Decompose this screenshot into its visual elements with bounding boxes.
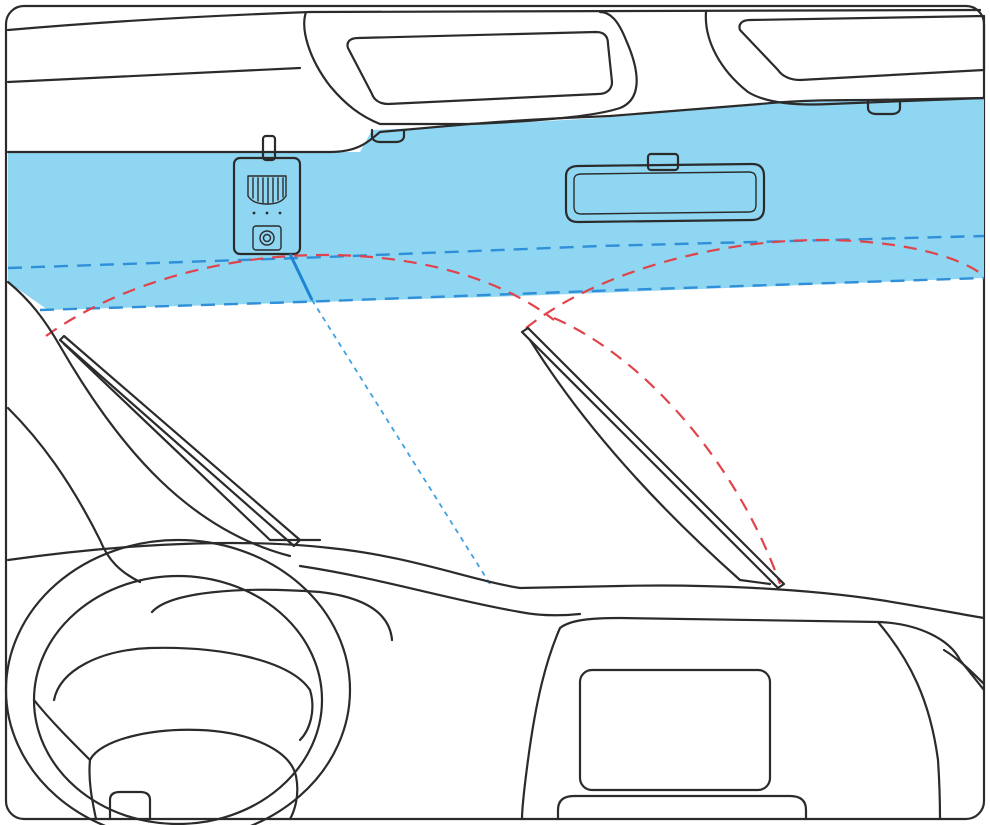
sun-visor-left xyxy=(303,10,638,126)
steering-wheel xyxy=(4,538,394,825)
dashboard-lower-edge xyxy=(298,564,582,617)
console-side xyxy=(876,620,942,821)
rear-view-mirror xyxy=(564,152,766,224)
dash-cam-indicator xyxy=(265,211,269,215)
wiper-sweep-right xyxy=(525,238,985,329)
sun-visor-left-mirror xyxy=(346,30,614,106)
mount-zone-upper-boundary xyxy=(7,234,985,270)
dash-cam-body xyxy=(232,156,302,256)
right-wiper-arm xyxy=(528,338,772,586)
steering-spoke-left xyxy=(32,698,92,762)
a-pillar xyxy=(6,280,292,558)
dashboard-top xyxy=(6,541,986,620)
steering-column xyxy=(52,646,314,742)
visor-clip-right xyxy=(866,98,902,116)
dash-cam-lens xyxy=(259,230,275,246)
dash-cam xyxy=(232,134,302,256)
windshield-mount-zone xyxy=(8,98,984,310)
dash-cam-lens-housing xyxy=(252,225,282,251)
dash-cam-mount-stem xyxy=(261,134,277,162)
sun-visor-right xyxy=(704,10,986,106)
infotainment-screen xyxy=(578,668,772,792)
dash-cam-vent-grille xyxy=(247,175,287,205)
roof-edge-top xyxy=(6,8,982,32)
left-wiper-arm xyxy=(62,342,322,542)
dashboard-right-curve xyxy=(942,648,986,686)
instrument-cluster-hood xyxy=(150,588,394,642)
dash-cam-indicator xyxy=(278,211,282,215)
dash-cam-vent-slots xyxy=(252,177,284,204)
camera-center-marker xyxy=(288,253,314,301)
wiper-sweep-right-lower xyxy=(553,316,782,585)
horn-button xyxy=(108,790,152,821)
visor-clip-left xyxy=(370,128,406,144)
wiper-sweep-left xyxy=(45,253,555,337)
right-wiper-blade xyxy=(520,326,786,590)
sun-visor-right-mirror xyxy=(738,14,986,82)
console-lower-panel xyxy=(556,794,808,821)
mount-zone-lower-boundary xyxy=(39,276,985,312)
steering-hub xyxy=(88,728,299,821)
dash-cam-lens-inner xyxy=(262,233,272,243)
a-pillar-inner xyxy=(6,406,142,584)
mirror-body xyxy=(564,162,766,224)
dash-cam-indicator xyxy=(252,211,256,215)
mirror-mount xyxy=(646,152,680,172)
mirror-glass xyxy=(573,171,757,215)
steering-wheel-rim-outer xyxy=(4,538,352,825)
